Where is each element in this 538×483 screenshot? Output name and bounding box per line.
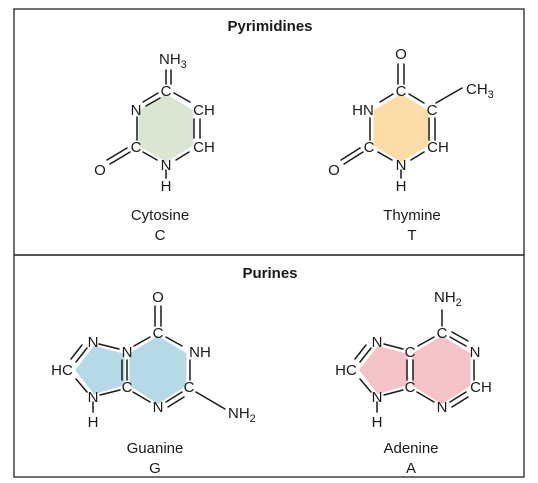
guanine-structure: O C N N NH HC C C N N H NH2 Guanine G (51, 289, 256, 477)
cytosine-atom-n1: N (161, 157, 172, 174)
guanine-atom-n9: N (88, 389, 99, 406)
guanine-atom-c2: C (184, 379, 195, 396)
thymine-letter: T (407, 227, 416, 244)
pyrimidines-panel (13, 8, 525, 256)
cytosine-atom-o2: O (94, 162, 106, 179)
guanine-six-ring (127, 333, 189, 407)
cytosine-atom-c5: CH (193, 102, 215, 119)
adenine-atom-n3: N (437, 399, 448, 416)
guanine-letter: G (149, 460, 161, 477)
cytosine-name: Cytosine (131, 207, 189, 224)
guanine-atom-n1: NH (189, 344, 211, 361)
thymine-atom-h1: H (396, 178, 407, 195)
adenine-atom-c2: CH (470, 379, 492, 396)
guanine-five-ring (72, 343, 127, 397)
cytosine-atom-n-amino: NH3 (159, 51, 187, 71)
thymine-structure: O C HN C CH3 CH C N H O Thymine T (328, 46, 494, 244)
thymine-atom-n3: HN (352, 102, 374, 119)
adenine-atom-c5: C (405, 344, 416, 361)
guanine-atom-o6: O (152, 289, 164, 306)
thymine-ring (371, 91, 431, 165)
thymine-atom-c2: C (364, 139, 375, 156)
adenine-structure: NH2 C N C N HC C CH N N H Adenine A (335, 289, 492, 477)
cytosine-structure: NH3 C N CH CH C N H O Cytosine C (94, 51, 215, 244)
guanine-atom-n7: N (88, 334, 99, 351)
guanine-atom-n-fused: N (122, 344, 133, 361)
purines-panel (13, 254, 525, 478)
guanine-name: Guanine (127, 440, 184, 457)
thymine-name: Thymine (383, 207, 441, 224)
cytosine-atom-c6: CH (193, 139, 215, 156)
thymine-atom-c6: CH (427, 139, 449, 156)
adenine-atom-c8: HC (335, 362, 357, 379)
thymine-atom-c5: C (427, 102, 438, 119)
adenine-atom-h9: H (372, 414, 383, 431)
adenine-atom-n7: N (372, 334, 383, 351)
adenine-atom-c6: C (437, 325, 448, 342)
thymine-atom-o4: O (395, 46, 407, 63)
cytosine-atom-h1: H (161, 178, 172, 195)
adenine-atom-c4: C (405, 379, 416, 396)
thymine-atom-methyl: CH3 (466, 81, 494, 101)
thymine-atom-c4: C (396, 83, 407, 100)
cytosine-ring (136, 91, 196, 165)
guanine-atom-c4: C (122, 379, 133, 396)
adenine-six-ring (410, 333, 473, 407)
guanine-atom-c6: C (153, 325, 164, 342)
cytosine-atom-c4: C (161, 83, 172, 100)
guanine-atom-h9: H (88, 414, 99, 431)
adenine-atom-amino: NH2 (434, 289, 462, 309)
guanine-atom-amino: NH2 (228, 405, 256, 425)
cytosine-atom-n3: N (131, 102, 142, 119)
purines-heading: Purines (242, 265, 297, 282)
adenine-atom-n1: N (470, 344, 481, 361)
adenine-name: Adenine (383, 440, 438, 457)
thymine-atom-o2: O (328, 162, 340, 179)
cytosine-atom-c2: C (131, 139, 142, 156)
adenine-letter: A (406, 460, 416, 477)
adenine-atom-n9: N (372, 389, 383, 406)
guanine-atom-c8: HC (51, 362, 73, 379)
guanine-atom-n3: N (153, 399, 164, 416)
pyrimidines-heading: Pyrimidines (227, 18, 312, 35)
cytosine-letter: C (155, 227, 166, 244)
thymine-atom-n1: N (396, 157, 407, 174)
